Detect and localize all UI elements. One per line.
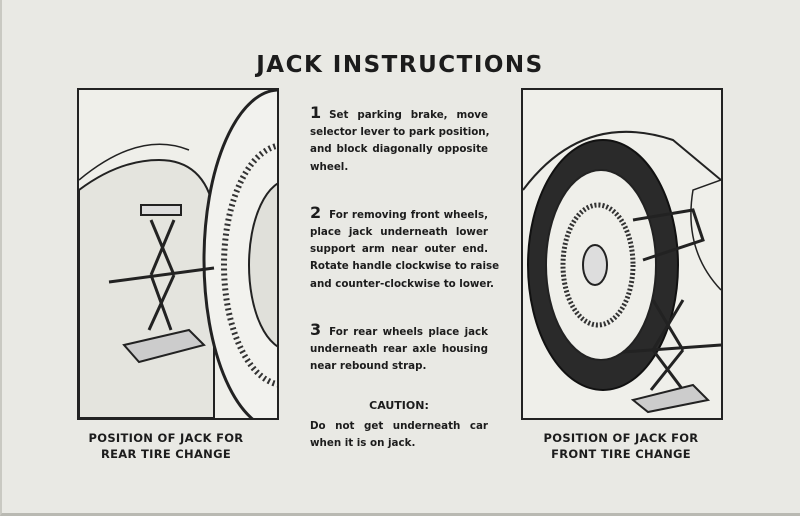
- step-1: 1 Set parking brake, move selector lever …: [310, 103, 490, 176]
- caption-line: POSITION OF JACK FOR: [88, 431, 244, 445]
- step-number: 1: [310, 103, 322, 122]
- step-line: and counter-clockwise to lower.: [310, 277, 494, 290]
- front-tire-jack-illustration: [521, 88, 723, 420]
- caution-line: when it is on jack.: [310, 436, 416, 449]
- rear-tire-caption: POSITION OF JACK FOR REAR TIRE CHANGE: [46, 430, 286, 462]
- step-line: underneath rear axle housing: [310, 343, 488, 356]
- step-line: near rebound strap.: [310, 360, 427, 373]
- front-tire-caption: POSITION OF JACK FOR FRONT TIRE CHANGE: [501, 430, 741, 462]
- step-line: For rear wheels place jack: [329, 325, 488, 338]
- instructions-text: 1 Set parking brake, move selector lever …: [310, 103, 500, 452]
- caution-title: CAUTION:: [369, 399, 429, 413]
- step-line: Rotate handle clockwise to raise: [310, 260, 500, 273]
- caption-line: REAR TIRE CHANGE: [101, 447, 231, 461]
- step-line: and block diagonally opposite: [310, 143, 488, 156]
- caution-line: Do not get underneath car: [310, 419, 488, 432]
- page-title: JACK INSTRUCTIONS: [256, 52, 544, 78]
- step-number: 2: [310, 202, 322, 222]
- rear-tire-jack-illustration: [77, 88, 279, 420]
- step-line: wheel.: [310, 160, 349, 173]
- step-line: selector lever to park position,: [310, 126, 490, 139]
- caption-line: FRONT TIRE CHANGE: [551, 447, 691, 461]
- step-line: support arm near outer end.: [310, 243, 488, 256]
- step-line: For removing front wheels,: [329, 208, 488, 221]
- caution-block: CAUTION: Do not get underneath car when …: [310, 397, 488, 452]
- caption-line: POSITION OF JACK FOR: [543, 431, 699, 445]
- step-number: 3: [310, 319, 322, 339]
- step-2: 2 For removing front wheels, place jack u…: [310, 202, 500, 293]
- step-line: place jack underneath lower: [310, 226, 488, 239]
- step-3: 3 For rear wheels place jack underneath r…: [310, 321, 488, 376]
- step-line: Set parking brake, move: [329, 109, 488, 121]
